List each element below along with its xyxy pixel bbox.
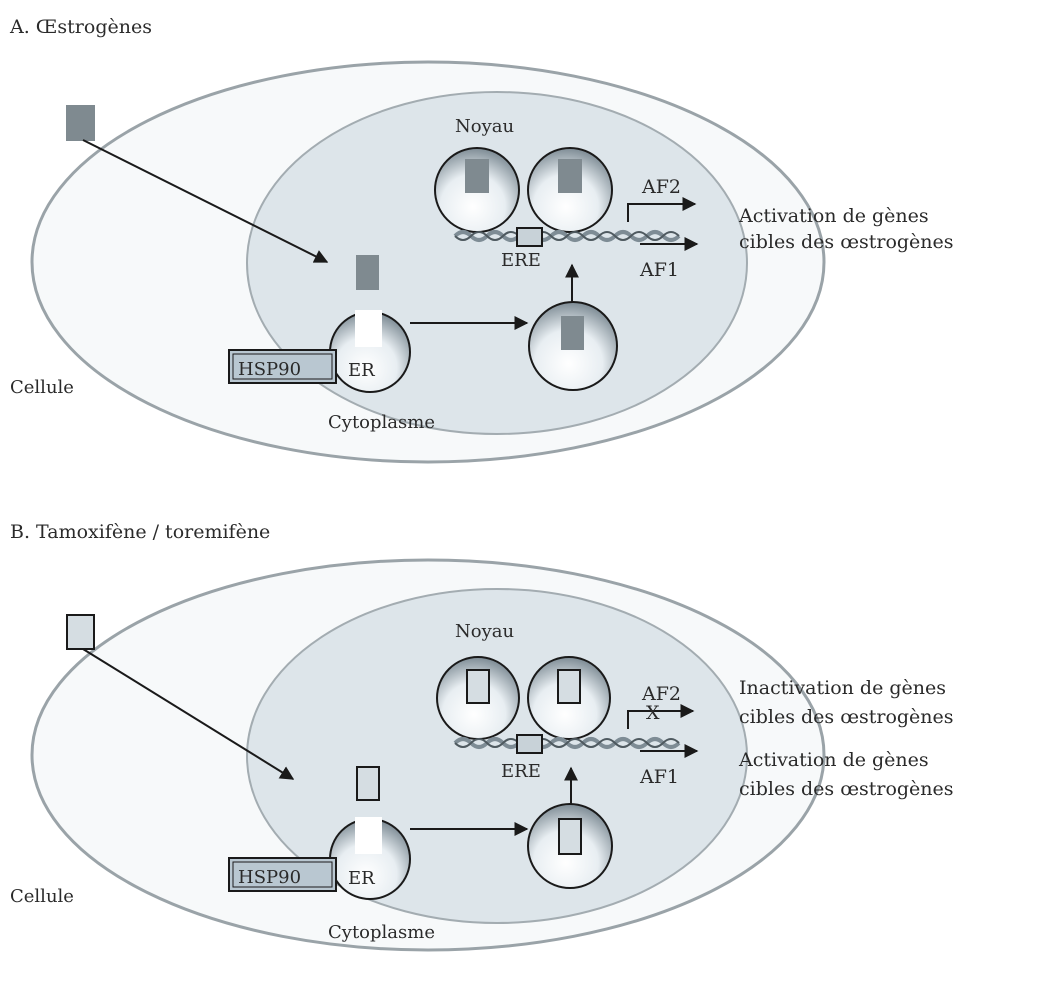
af1-label: AF1 [639, 259, 679, 281]
hsp90-box-inner [232, 861, 333, 888]
af2-label: AF2 [641, 176, 681, 198]
panel-estrogens: A. Œstrogènes Noyau Cellule Cytoplasme H… [0, 0, 1040, 483]
ere-element [516, 734, 543, 754]
af1-label: AF1 [639, 766, 679, 788]
er-label: ER [348, 868, 375, 889]
hsp90-label: HSP90 [238, 359, 301, 380]
dimer-ligand-right [558, 159, 582, 193]
estrogen-ligand-inside [356, 255, 379, 290]
hsp90-box-inner [232, 353, 333, 380]
receptor-bound-ligand [558, 818, 582, 855]
receptor-empty-pocket [355, 310, 382, 347]
outcome-inactivation-line-2: cibles des œstrogènes [739, 706, 954, 728]
tamoxifen-ligand-outside [66, 614, 95, 650]
estrogen-ligand-outside [66, 105, 95, 141]
panel-title: B. Tamoxifène / toremifène [10, 521, 271, 543]
af2-arrow [627, 704, 695, 729]
nucleus-label: Noyau [455, 116, 514, 137]
receptor-empty-pocket [355, 817, 382, 854]
dimer-ligand-right [557, 669, 581, 704]
tamoxifen-ligand-inside [356, 766, 380, 801]
dimer-ligand-left [465, 159, 489, 193]
ligand-entry-arrow [82, 139, 329, 263]
er-label: ER [348, 360, 375, 381]
ere-label: ERE [501, 761, 541, 782]
af2-arrow [627, 197, 697, 222]
dna-helix [453, 737, 681, 749]
dimer-ligand-left [466, 669, 490, 704]
cell-label: Cellule [10, 886, 74, 907]
tamoxifen-mechanism-diagram: Noyau Cellule Cytoplasme HSP90 ER ERE AF… [10, 558, 954, 952]
ere-label: ERE [501, 250, 541, 271]
hsp90-label: HSP90 [238, 867, 301, 888]
receptor-bound-ligand [561, 316, 584, 350]
outcome-line-2: cibles des œstrogènes [739, 231, 954, 253]
outcome-activation-line-1: Activation de gènes [738, 749, 929, 771]
cytoplasm-label: Cytoplasme [328, 922, 435, 943]
nucleus-label: Noyau [455, 621, 514, 642]
hsp90-box [228, 349, 337, 384]
panel-tamoxifen: B. Tamoxifène / toremifène Noyau Cellule… [0, 505, 1040, 988]
cell-label: Cellule [10, 377, 74, 398]
outcome-activation-line-2: cibles des œstrogènes [739, 778, 954, 800]
estrogen-mechanism-diagram: Noyau Cellule Cytoplasme HSP90 ER ERE AF… [10, 60, 954, 464]
panel-title: A. Œstrogènes [10, 16, 152, 38]
ere-element [516, 227, 543, 247]
dna-helix [453, 230, 681, 242]
outcome-inactivation-line-1: Inactivation de gènes [739, 677, 946, 699]
af2-block-mark: X [646, 702, 660, 724]
ligand-entry-arrow [82, 648, 295, 780]
af2-label: AF2 [641, 683, 681, 705]
hsp90-box [228, 857, 337, 892]
cytoplasm-label: Cytoplasme [328, 412, 435, 433]
outcome-line-1: Activation de gènes [738, 205, 929, 227]
